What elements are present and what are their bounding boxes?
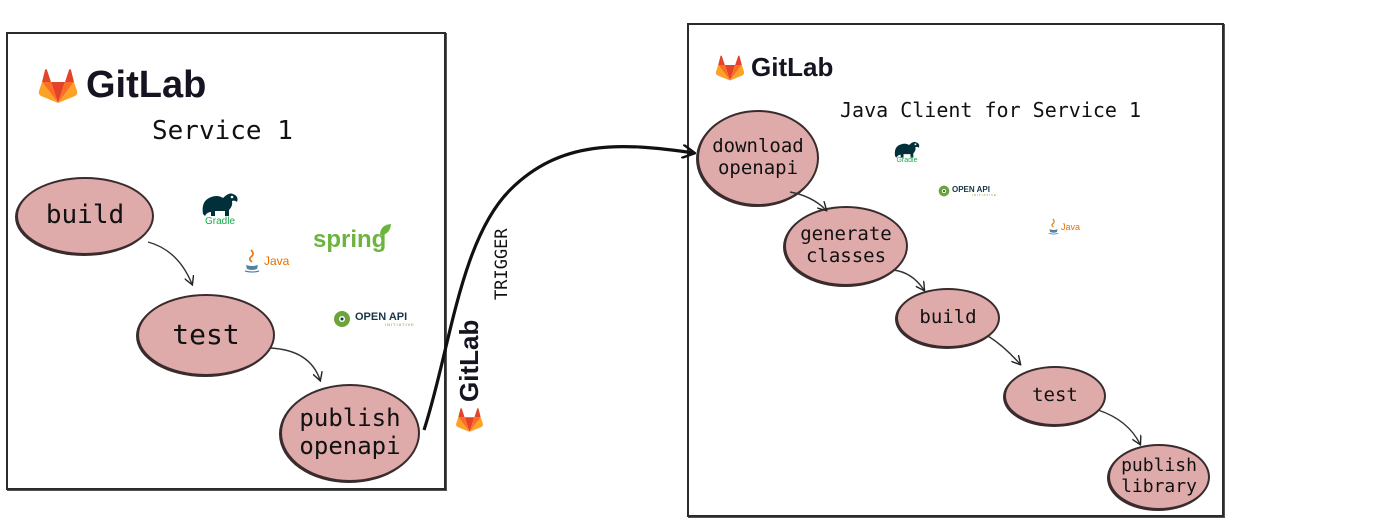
stage-publish-openapi: publish openapi (280, 384, 420, 482)
java-cup-icon (1048, 218, 1059, 235)
openapi-logo-right: OPEN API INITIATIVE (938, 185, 997, 197)
openapi-subtext: INITIATIVE (972, 192, 997, 197)
arrow-test-to-publish-library (1097, 409, 1140, 444)
stage-publish-library: publish library (1108, 444, 1210, 510)
gitlab-fox-icon (456, 408, 483, 432)
arrow-test-to-publish (269, 347, 320, 380)
gradle-text: Gradle (896, 157, 918, 164)
gradle-elephant-icon (202, 193, 238, 216)
gitlab-brand-trigger: GitLab (454, 320, 485, 434)
gitlab-fox-icon (38, 68, 78, 103)
java-logo-right: Java (1048, 218, 1080, 235)
openapi-icon (938, 185, 950, 197)
gradle-logo-right: Gradle (892, 138, 922, 164)
arrow-build-to-test (147, 241, 192, 284)
service-title: Service 1 (152, 116, 293, 146)
stage-label: download openapi (712, 135, 804, 179)
java-cup-icon (244, 249, 260, 273)
stage-label: publish library (1121, 455, 1197, 497)
spring-text: spring (313, 226, 387, 253)
trigger-arrow (422, 147, 694, 431)
java-text: Java (264, 254, 290, 268)
openapi-logo-left: OPEN API INITIATIVE (333, 310, 415, 328)
arrow-generate-to-build (892, 269, 924, 290)
gradle-logo-left: Gradle (199, 188, 241, 227)
openapi-icon (334, 311, 350, 327)
gitlab-brand-left: GitLab (38, 64, 206, 107)
stage-test-left: test (137, 294, 275, 376)
gitlab-fox-icon (715, 54, 745, 81)
gradle-elephant-icon (894, 141, 920, 158)
stage-generate-classes: generate classes (784, 206, 908, 286)
stage-download-openapi: download openapi (697, 110, 819, 206)
gitlab-wordmark: GitLab (751, 52, 834, 82)
stage-build-right: build (896, 288, 1000, 348)
gradle-text: Gradle (204, 216, 235, 227)
stage-test-right: test (1004, 366, 1106, 426)
arrow-build-to-test-right (987, 335, 1020, 364)
gitlab-brand-right: GitLab (715, 52, 833, 83)
stage-label: test (1032, 384, 1078, 407)
stage-label: build (919, 306, 977, 329)
gitlab-wordmark: GitLab (86, 64, 207, 106)
java-text: Java (1061, 221, 1081, 232)
spring-logo: spring (313, 224, 392, 254)
openapi-subtext: INITIATIVE (385, 321, 415, 327)
stage-label: build (45, 200, 125, 231)
spring-leaf-icon (380, 224, 392, 235)
trigger-annotation: TRIGGER GitLab (452, 190, 532, 440)
openapi-text: OPEN API (355, 310, 408, 323)
stage-build-left: build (16, 177, 154, 255)
stage-label: test (172, 317, 240, 351)
stage-label: publish openapi (299, 404, 401, 460)
openapi-text: OPEN API (952, 184, 990, 194)
stage-label: generate classes (800, 223, 892, 267)
java-logo-left: Java (244, 249, 289, 273)
arrow-download-to-generate (789, 191, 826, 210)
client-title: Java Client for Service 1 (840, 98, 1142, 122)
